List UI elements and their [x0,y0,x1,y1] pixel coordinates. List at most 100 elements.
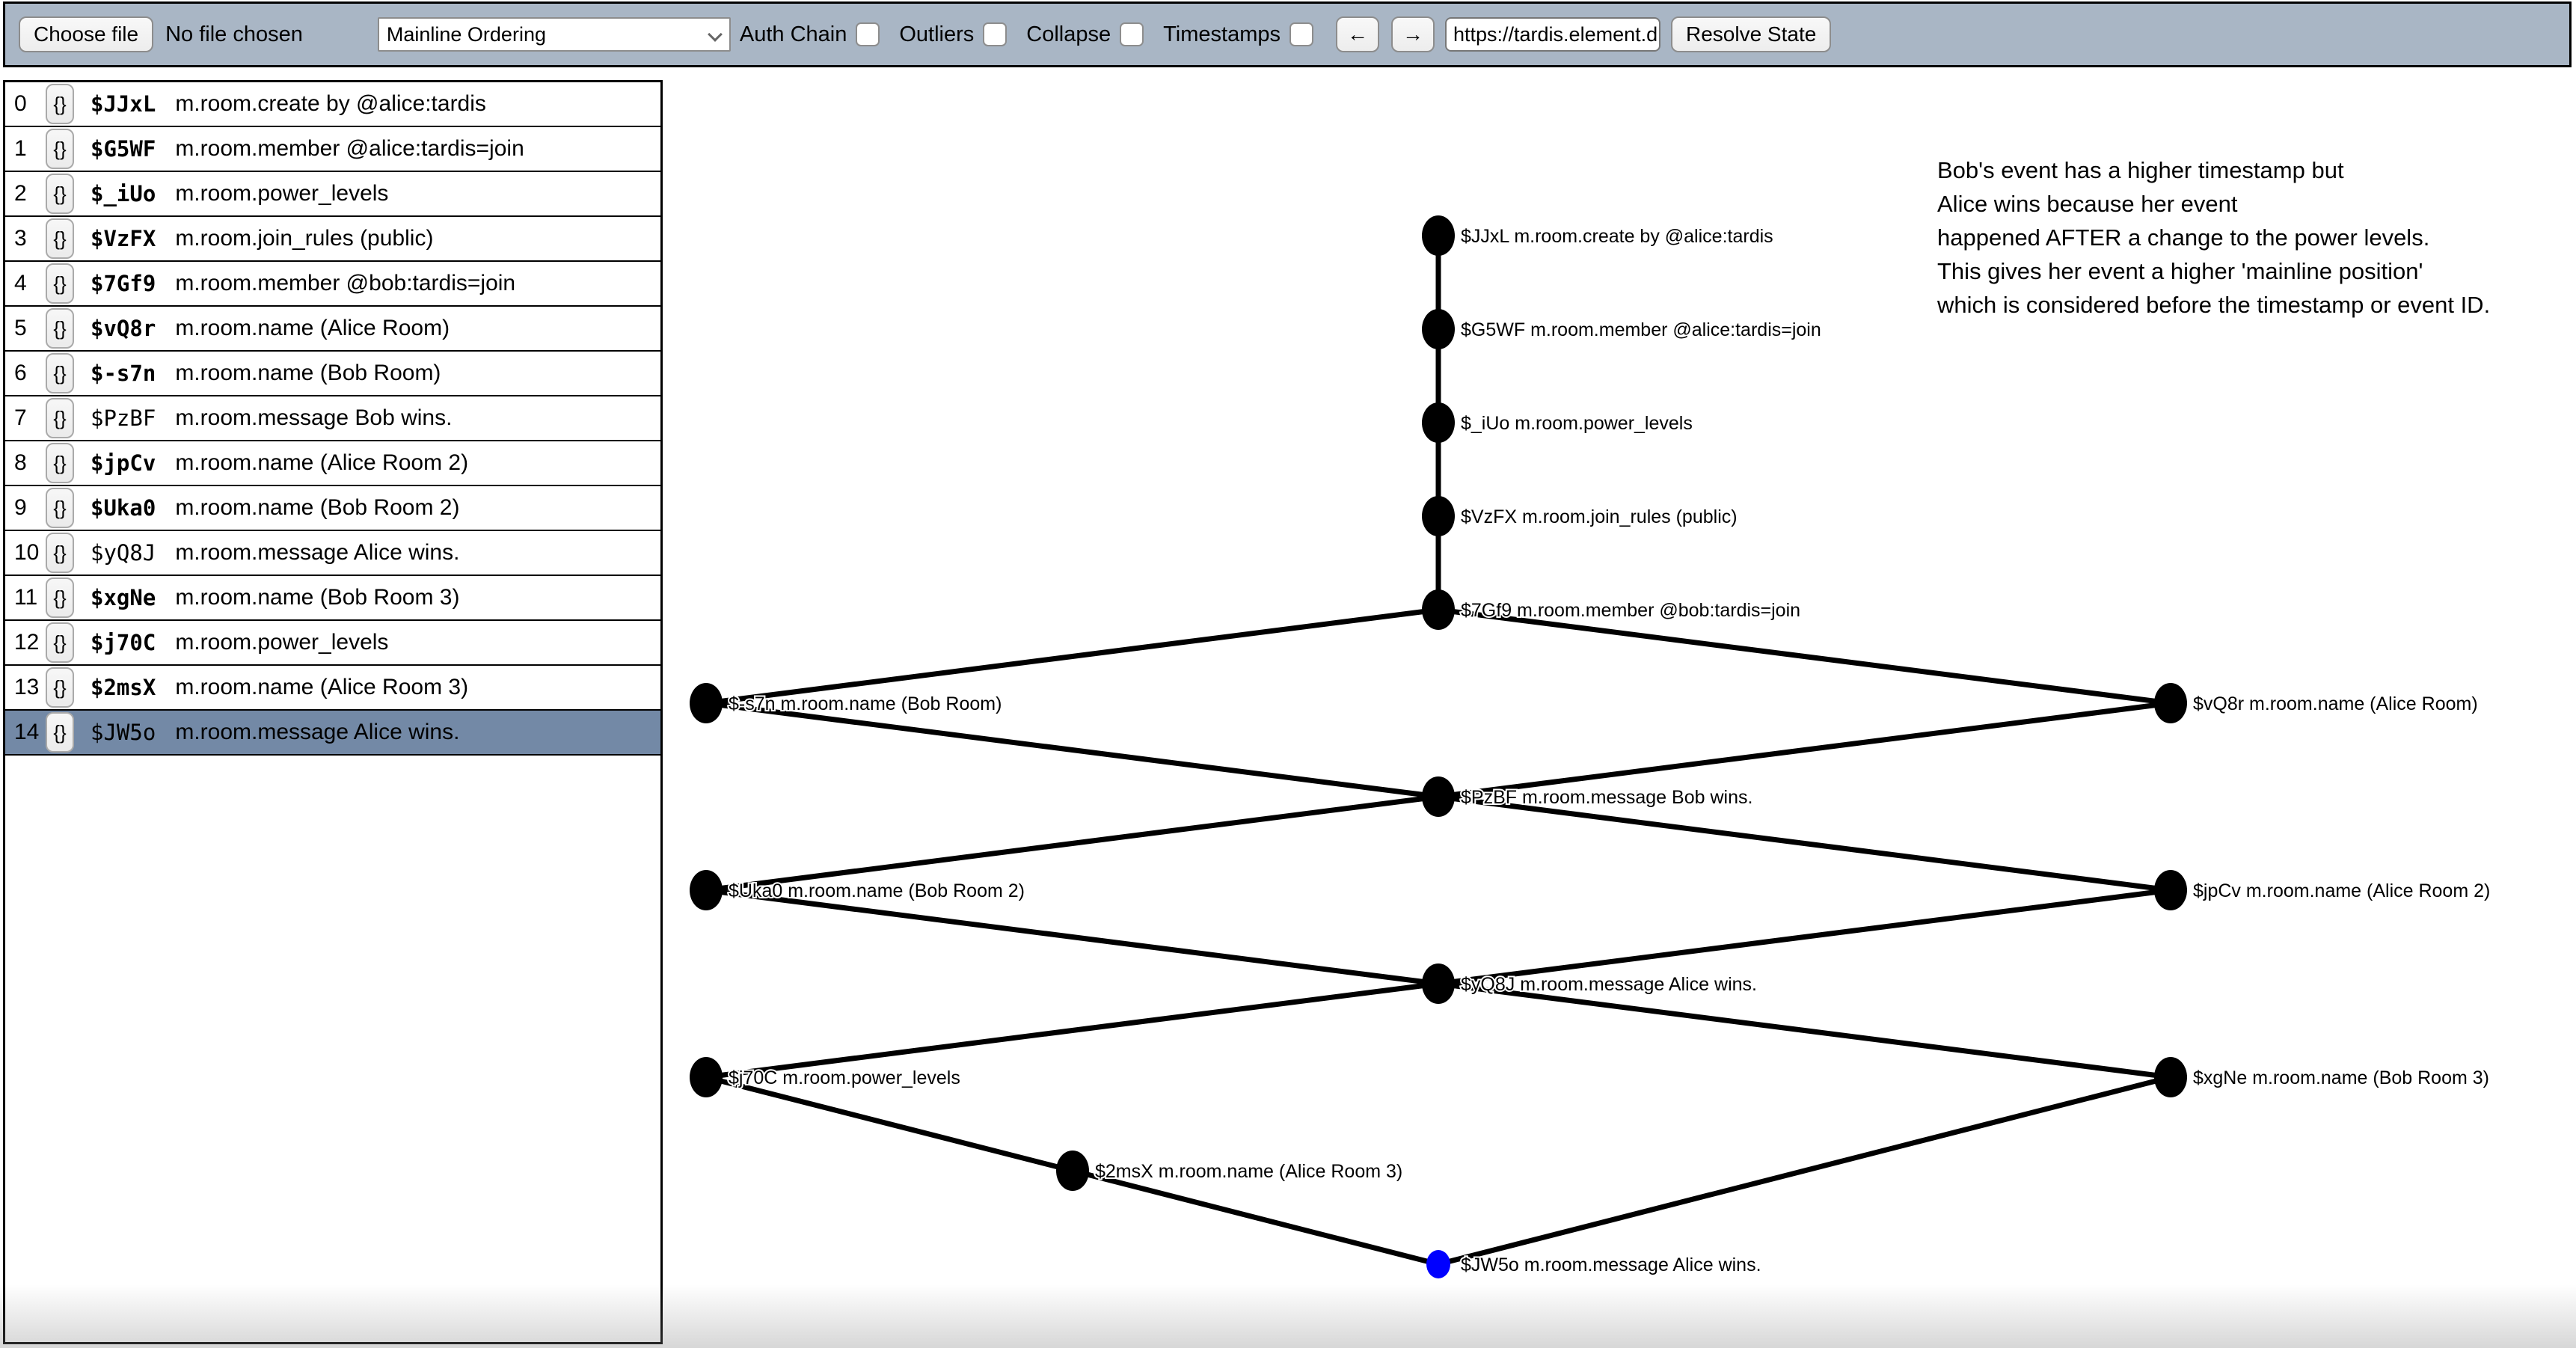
graph-node-dot-selected[interactable] [1426,1250,1450,1278]
event-json-button[interactable]: {} [46,129,74,169]
graph-node-label: $G5WF m.room.member @alice:tardis=join [1461,319,1821,340]
resolve-state-button[interactable]: Resolve State [1670,16,1832,52]
event-index: 14 [14,720,40,744]
graph-edge [1438,1074,2171,1267]
outliers-checkbox[interactable] [983,22,1008,46]
file-status-text: No file chosen [165,22,303,46]
graph-node-dot[interactable] [1056,1151,1089,1191]
graph-edge [705,981,1439,1080]
graph-node-dot[interactable] [2154,870,2187,910]
event-json-button[interactable]: {} [46,622,74,663]
graph-node-$xgNe[interactable]: $xgNe m.room.name (Bob Room 3) [2154,1057,2491,1097]
graph-node-dot[interactable] [690,870,723,910]
graph-edge [705,700,1439,800]
timestamps-checkbox[interactable] [1289,22,1313,46]
graph-node-dot[interactable] [1422,963,1455,1004]
event-index: 6 [14,361,27,385]
event-json-button[interactable]: {} [46,443,74,483]
graph-node-dot[interactable] [690,1057,723,1097]
graph-node-$jpCv[interactable]: $jpCv m.room.name (Alice Room 2) [2154,870,2491,910]
graph-node-label: $JJxL m.room.create by @alice:tardis [1461,226,1773,247]
collapse-checkbox[interactable] [1120,22,1144,46]
event-description: m.room.name (Alice Room 3) [175,675,469,699]
graph-node-dot[interactable] [690,683,723,723]
graph-node-dot[interactable] [1422,402,1455,443]
graph-node-dot[interactable] [2154,683,2187,723]
event-json-button[interactable]: {} [46,353,74,393]
event-json-button[interactable]: {} [46,533,74,573]
graph-node-dot[interactable] [1422,309,1455,349]
graph-node-$JW5o[interactable]: $JW5o m.room.message Alice wins. [1426,1250,1763,1278]
event-description: m.room.message Alice wins. [175,720,460,744]
url-input[interactable] [1444,17,1660,52]
choose-file-button[interactable]: Choose file [19,16,154,52]
event-description: m.room.join_rules (public) [175,226,434,251]
graph-node-$VzFX[interactable]: $VzFX m.room.join_rules (public) [1422,496,1739,536]
event-id: $VzFX [91,226,156,251]
graph-node-dot[interactable] [2154,1057,2187,1097]
graph-node-$7Gf9[interactable]: $7Gf9 m.room.member @bob:tardis=join [1422,589,1802,630]
event-json-button[interactable]: {} [46,263,74,304]
graph-node-$-s7n[interactable]: $-s7n m.room.name (Bob Room) [690,683,1003,723]
graph-node-$yQ8J[interactable]: $yQ8J m.room.message Alice wins. [1422,963,1758,1004]
back-button[interactable]: ← [1335,16,1379,52]
graph-node-$vQ8r[interactable]: $vQ8r m.room.name (Alice Room) [2154,683,2480,723]
ordering-select[interactable]: Mainline Ordering [377,17,731,52]
graph-node-label: $-s7n m.room.name (Bob Room) [729,693,1002,714]
event-index: 7 [14,405,27,430]
graph-node-$G5WF[interactable]: $G5WF m.room.member @alice:tardis=join [1422,309,1823,349]
event-json-button[interactable]: {} [46,84,74,124]
graph-node-label: $7Gf9 m.room.member @bob:tardis=join [1461,600,1800,621]
event-description: m.room.name (Bob Room) [175,361,441,385]
event-id: $JW5o [91,720,156,745]
event-json-button[interactable]: {} [46,667,74,708]
graph-node-$JJxL[interactable]: $JJxL m.room.create by @alice:tardis [1422,215,1775,256]
event-json-button[interactable]: {} [46,218,74,259]
graph-node-$PzBF[interactable]: $PzBF m.room.message Bob wins. [1422,776,1754,817]
auth-chain-checkbox[interactable] [856,22,880,46]
event-index: 4 [14,271,27,295]
graph-node-$2msX[interactable]: $2msX m.room.name (Alice Room 3) [1056,1151,1404,1191]
graph-node-$_iUo[interactable]: $_iUo m.room.power_levels [1422,402,1694,443]
graph-node-dot[interactable] [1422,589,1455,630]
event-json-button[interactable]: {} [46,174,74,214]
graph-node-dot[interactable] [1422,215,1455,256]
graph-node-label: $yQ8J m.room.message Alice wins. [1461,974,1757,995]
event-row[interactable]: 14{} $JW5o m.room.message Alice wins. [5,711,660,756]
graph-node-label: $PzBF m.room.message Bob wins. [1461,787,1752,808]
collapse-label: Collapse [1026,22,1111,46]
graph-node-dot[interactable] [1422,496,1455,536]
graph-node-label: $VzFX m.room.join_rules (public) [1461,506,1738,527]
event-description: m.room.power_levels [175,630,389,655]
graph-edge [705,887,1439,987]
graph-node-$j70C[interactable]: $j70C m.room.power_levels [690,1057,962,1097]
event-json-button[interactable]: {} [46,308,74,349]
event-description: m.room.name (Alice Room 2) [175,450,469,475]
event-json-button[interactable]: {} [46,488,74,528]
graph-edge [1072,1168,1439,1267]
graph-node-dot[interactable] [1422,776,1455,817]
event-description: m.room.name (Bob Room 3) [175,585,460,610]
event-json-button[interactable]: {} [46,398,74,438]
annotation-text: Bob's event has a higher timestamp but A… [1937,157,2491,318]
event-json-button[interactable]: {} [46,578,74,618]
event-json-button[interactable]: {} [46,712,74,753]
graph-node-$Uka0[interactable]: $Uka0 m.room.name (Bob Room 2) [690,870,1026,910]
event-description: m.room.member @alice:tardis=join [175,136,524,161]
forward-button[interactable]: → [1390,16,1435,52]
